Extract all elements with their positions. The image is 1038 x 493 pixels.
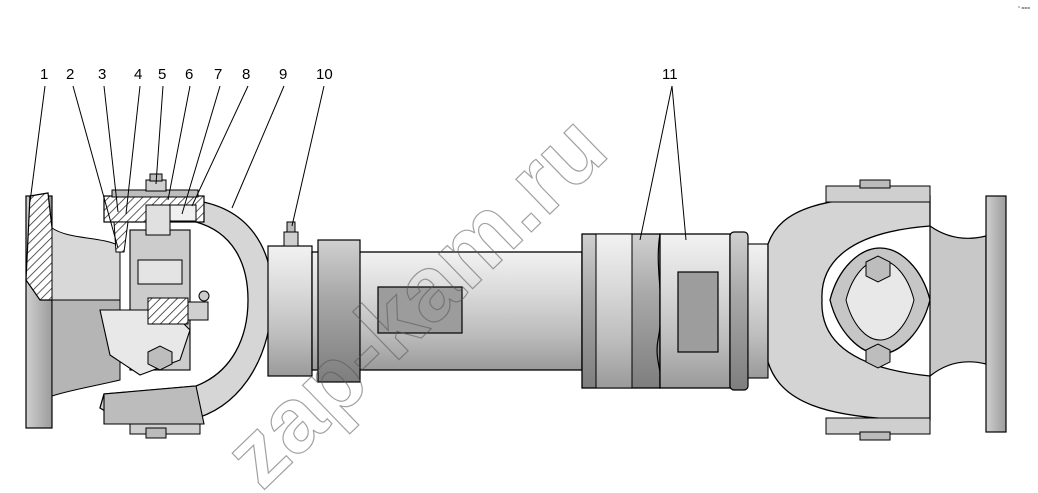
callout-9: 9 [279,66,287,83]
spline-sleeve [581,231,769,391]
callout-10: 10 [316,66,333,83]
left-yoke [99,199,273,439]
callout-2: 2 [66,66,74,83]
corner-mark: ° === [1018,6,1030,12]
callout-8: 8 [242,66,250,83]
callout-5: 5 [158,66,166,83]
right-flange [929,195,1007,433]
callout-1: 1 [40,66,48,83]
callout-6: 6 [185,66,193,83]
bearing-cap-section [103,173,205,253]
callout-3: 3 [98,66,106,83]
callout-4: 4 [134,66,142,83]
leader-lines [29,85,687,249]
callout-11: 11 [662,66,678,83]
shaft-tube [311,239,583,383]
callout-7: 7 [214,66,222,83]
right-yoke [767,179,931,441]
yoke-neck [267,221,313,377]
callout-labels: 1 2 3 4 5 6 7 8 9 10 11 [40,66,678,83]
